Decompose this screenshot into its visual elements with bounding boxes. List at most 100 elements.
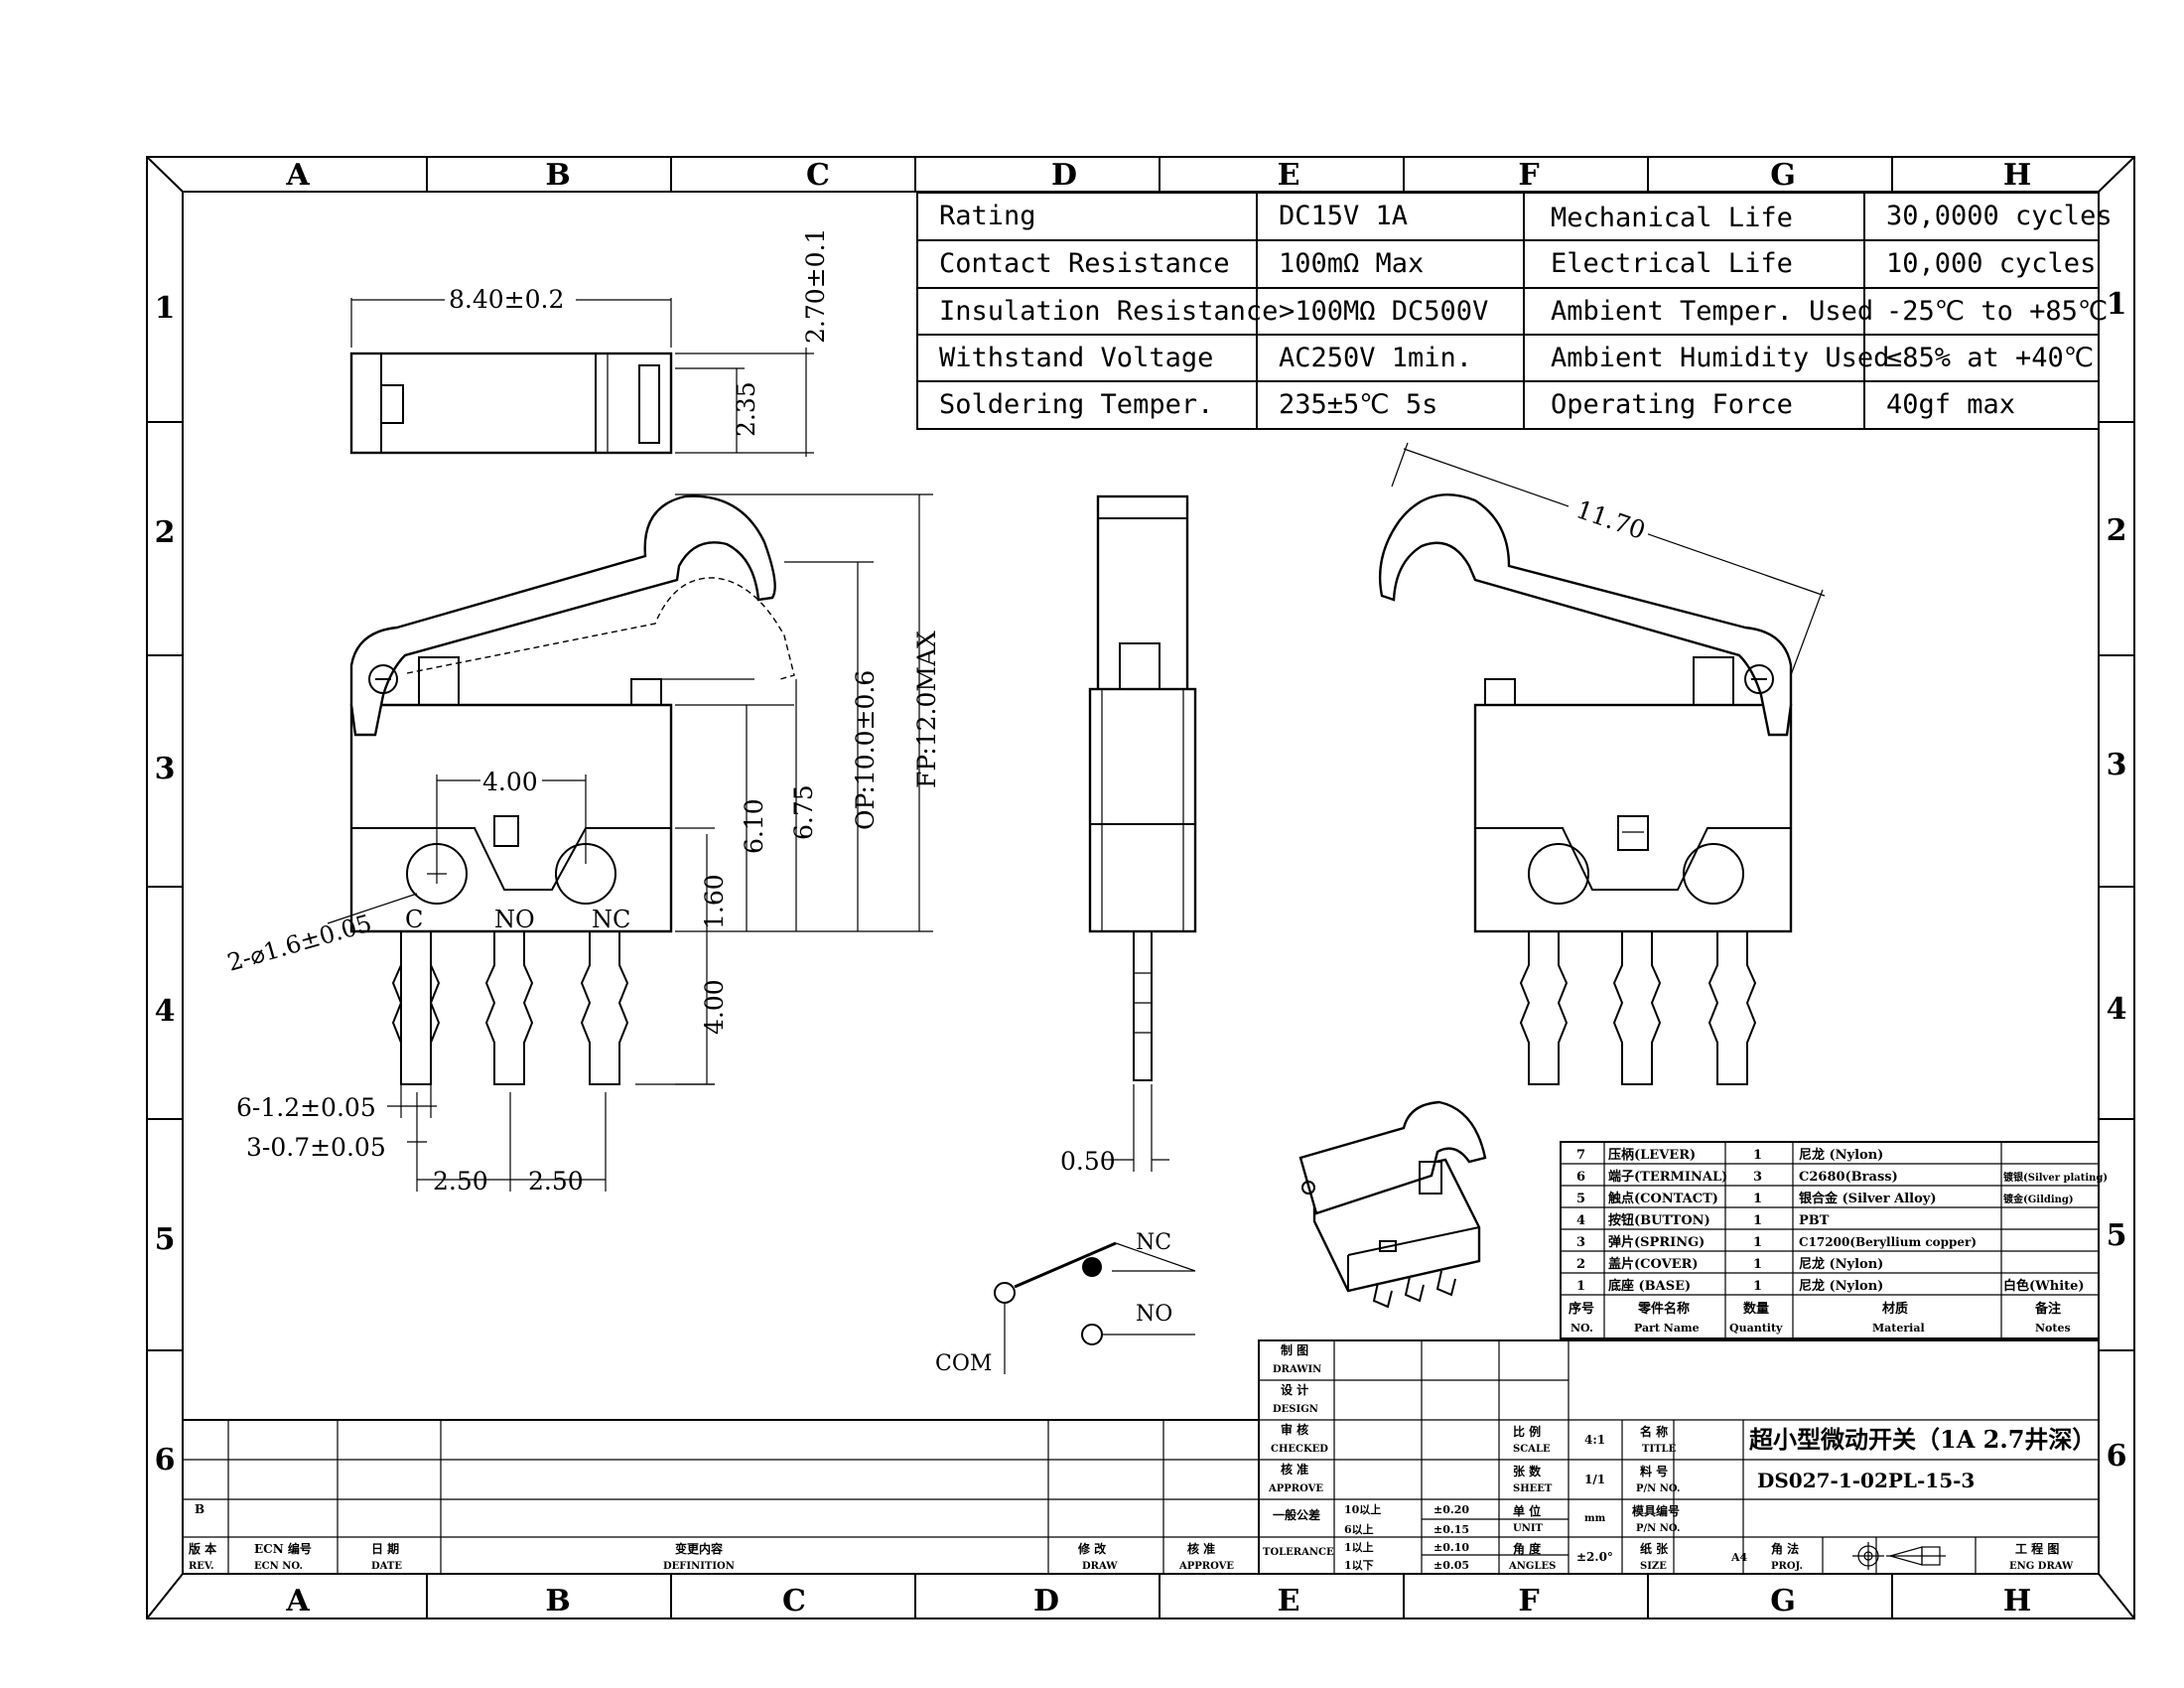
bom-header-no: 序号	[1569, 1301, 1594, 1317]
tb-title-value: 超小型微动开关（1A 2.7井深）	[1749, 1425, 2096, 1454]
col-label-bottom-G: G	[1770, 1584, 1796, 1618]
switch-schematic: NC NO COM	[935, 1230, 1196, 1376]
bom-qty-1: 1	[1753, 1279, 1762, 1294]
bom-header-no-en: NO.	[1570, 1322, 1593, 1335]
tb-rev-approve-en: APPROVE	[1178, 1561, 1234, 1572]
bom-no-7: 7	[1576, 1148, 1585, 1163]
bom-note-5: 镀金(Gilding)	[2003, 1193, 2074, 1205]
col-label-H: H	[2003, 158, 2031, 193]
tb-checked-en: CHECKED	[1271, 1444, 1328, 1455]
pin-label-nc: NC	[592, 906, 630, 933]
dim-400: 4.00	[700, 979, 729, 1035]
tb-sheet: 张 数	[1513, 1464, 1542, 1478]
bom-qty-7: 1	[1753, 1148, 1762, 1163]
spec-insulation-value: >100MΩ DC500V	[1279, 296, 1488, 327]
tb-mold: 模具编号	[1632, 1503, 1680, 1518]
tb-angle-value: ±2.0°	[1576, 1550, 1613, 1564]
tb-tol-val-4: ±0.05	[1433, 1559, 1469, 1572]
bom-header-notes-en: Notes	[2035, 1322, 2071, 1335]
tb-rev-letter: B	[195, 1502, 205, 1516]
col-label-F: F	[1518, 158, 1539, 193]
col-label-bottom-B: B	[545, 1584, 570, 1618]
bom-part-5: 触点(CONTACT)	[1607, 1191, 1718, 1206]
side-view: 0.50	[1060, 494, 1197, 1176]
title-block: 制 图 DRAWIN 设 计 DESIGN 审 核 CHECKED 核 准 AP…	[183, 1339, 2100, 1575]
tb-rev-draw-en: DRAW	[1082, 1561, 1118, 1572]
tb-tol-range-4: 1以下	[1344, 1559, 1374, 1572]
spec-contact-res-label: Contact Resistance	[939, 248, 1230, 279]
spec-elec-life-value: 10,000 cycles	[1886, 248, 2096, 279]
bom-no-6: 6	[1576, 1170, 1585, 1185]
bom-qty-6: 3	[1753, 1170, 1762, 1185]
bom-mat-2: 尼龙 (Nylon)	[1799, 1256, 1883, 1272]
bom-note-6: 镀银(Silver plating)	[2003, 1171, 2108, 1184]
bom-header-qty-en: Quantity	[1729, 1322, 1783, 1335]
front-view: C NO NC 4.00 2-⌀1.6±0.05 6.10 6.75 OP:10…	[224, 493, 941, 1196]
tb-scale-value: 4:1	[1584, 1433, 1605, 1447]
tb-title-en: TITLE	[1642, 1444, 1677, 1455]
bom-qty-3: 1	[1753, 1235, 1762, 1250]
spec-contact-res-value: 100mΩ Max	[1279, 248, 1424, 279]
spec-humidity-label: Ambient Humidity Used	[1551, 343, 1889, 373]
tb-size-en: SIZE	[1640, 1561, 1667, 1572]
col-label-G: G	[1770, 158, 1796, 193]
dim-610: 6.10	[740, 798, 768, 854]
tb-rev-approve: 核 准	[1187, 1541, 1215, 1556]
tb-proj-en: PROJ.	[1771, 1561, 1803, 1572]
tb-scale-en: SCALE	[1513, 1444, 1551, 1455]
tb-approve: 核 准	[1281, 1462, 1308, 1477]
dim-675: 6.75	[789, 784, 818, 840]
tb-rev: 版 本	[189, 1541, 216, 1556]
tb-eng-draw-en: ENG DRAW	[2009, 1561, 2074, 1572]
row-label-2: 2	[155, 515, 176, 550]
schematic-nc-label: NC	[1136, 1230, 1171, 1255]
bom-qty-4: 1	[1753, 1213, 1762, 1228]
col-label-C: C	[806, 158, 830, 193]
spec-soldering-label: Soldering Temper.	[939, 389, 1213, 420]
spec-rating-label: Rating	[939, 201, 1036, 231]
spec-elec-life-label: Electrical Life	[1551, 248, 1793, 279]
bom-part-7: 压柄(LEVER)	[1608, 1147, 1696, 1163]
bom-table: 7 压柄(LEVER) 1 尼龙 (Nylon) 6 端子(TERMINAL) …	[1560, 1141, 2108, 1339]
tb-pn-en: P/N NO.	[1636, 1483, 1681, 1494]
row-label-6: 6	[155, 1443, 176, 1477]
spec-op-force-value: 40gf max	[1886, 389, 2015, 420]
spec-op-force-label: Operating Force	[1551, 389, 1793, 420]
spec-soldering-value: 235±5℃ 5s	[1279, 389, 1437, 420]
tb-rev-en: REV.	[189, 1561, 213, 1572]
tb-date-en: DATE	[371, 1561, 402, 1572]
tb-tolerance: 一般公差	[1273, 1507, 1320, 1522]
tb-eng-draw: 工 程 图	[2015, 1541, 2059, 1556]
bom-part-2: 盖片(COVER)	[1608, 1256, 1699, 1272]
tb-drawn-en: DRAWIN	[1273, 1364, 1321, 1375]
tb-proj: 角 法	[1771, 1541, 1799, 1556]
row-label-1: 1	[155, 291, 176, 326]
spec-insulation-label: Insulation Resistance	[939, 296, 1278, 327]
col-label-bottom-E: E	[1278, 1584, 1300, 1618]
row-label-right-1: 1	[2107, 287, 2127, 322]
spec-withstand-value: AC250V 1min.	[1279, 343, 1472, 373]
dim-top-width: 8.40±0.2	[449, 285, 564, 314]
tb-angle: 角 度	[1513, 1541, 1542, 1556]
tb-angle-en: ANGLES	[1508, 1561, 1556, 1572]
tb-pn: 料 号	[1640, 1464, 1668, 1478]
tb-date: 日 期	[371, 1541, 399, 1556]
tb-ecn-en: ECN NO.	[254, 1561, 303, 1572]
dim-fp: FP:12.0MAX	[912, 631, 941, 788]
row-label-5: 5	[155, 1222, 176, 1257]
bom-no-1: 1	[1576, 1279, 1585, 1294]
tb-size-value: A4	[1730, 1551, 1748, 1564]
bom-mat-7: 尼龙 (Nylon)	[1799, 1147, 1883, 1163]
bom-mat-3: C17200(Beryllium copper)	[1799, 1235, 1977, 1249]
tb-sheet-value: 1/1	[1584, 1473, 1605, 1486]
tb-pn-value: DS027-1-02PL-15-3	[1757, 1469, 1975, 1492]
bom-header-qty: 数量	[1743, 1301, 1769, 1317]
tb-unit-value: mm	[1584, 1513, 1606, 1524]
tb-sheet-en: SHEET	[1513, 1483, 1553, 1494]
col-label-bottom-A: A	[285, 1584, 310, 1618]
bom-mat-5: 银合金 (Silver Alloy)	[1799, 1191, 1936, 1206]
schematic-com-label: COM	[935, 1351, 992, 1376]
spec-rating-value: DC15V 1A	[1279, 201, 1408, 231]
tb-rev-draw: 修 改	[1077, 1541, 1107, 1556]
dim-hole: 2-⌀1.6±0.05	[224, 910, 374, 977]
